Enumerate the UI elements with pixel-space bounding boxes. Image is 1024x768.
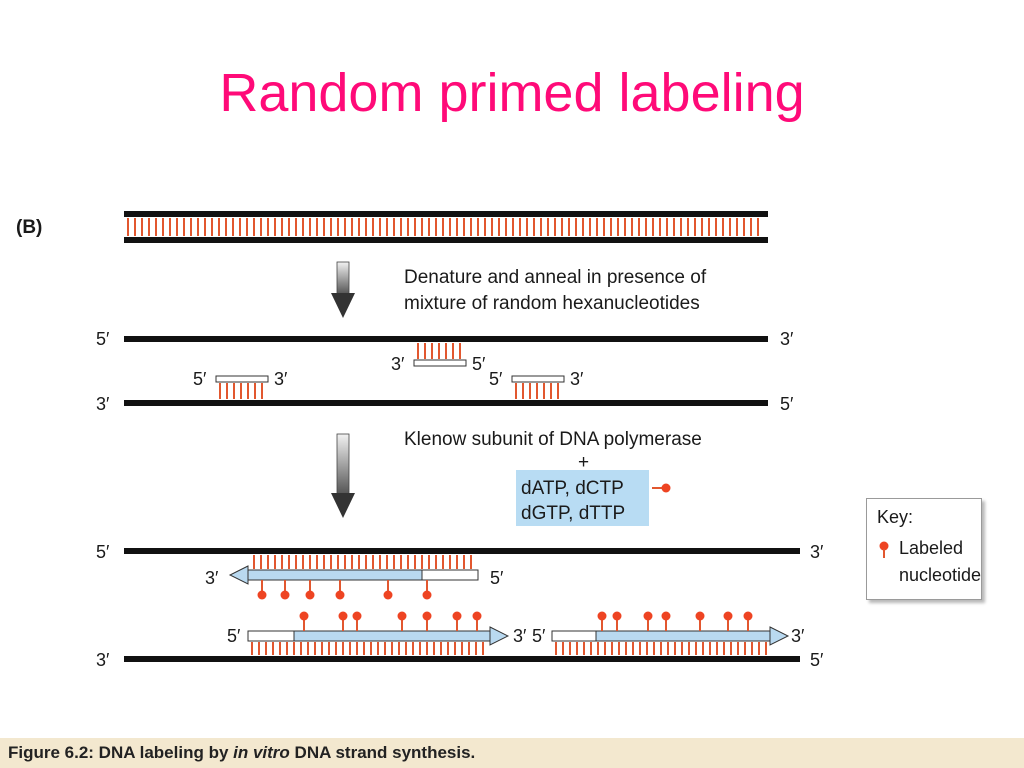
key-label-line1: Labeled <box>899 538 964 558</box>
labeled-nucleotide <box>305 590 315 600</box>
primer-on-top-strand: 3′ 5′ <box>391 343 486 374</box>
end-label-5-prime: 5′ <box>227 626 241 646</box>
end-label-3-prime: 3′ <box>391 354 405 374</box>
labeled-nucleotide <box>299 611 309 621</box>
primer-right-bottom-strand: 5′ 3′ <box>489 369 584 399</box>
nucleotides-line1: dATP, dCTP <box>521 478 624 499</box>
denatured-strand-bottom: 3′ 5′ <box>96 394 794 414</box>
key-title: Key: <box>877 507 914 527</box>
end-label-5-prime: 5′ <box>810 650 824 670</box>
nucleotide-highlight-box <box>516 470 649 526</box>
caption-suffix: DNA strand synthesis. <box>289 743 476 762</box>
page-title: Random primed labeling <box>219 63 805 123</box>
step1-text-line1: Denature and anneal in presence of <box>404 267 707 288</box>
synthesized-strand-bottom-left: 5′ 3′ <box>227 611 527 655</box>
end-label-5-prime: 5′ <box>96 542 110 562</box>
synthesized-strand-bottom-right: 5′ 3′ <box>532 611 805 655</box>
labeled-nucleotide <box>452 611 462 621</box>
key-legend: Key: Labeled nucleotide <box>866 498 982 600</box>
labeled-nucleotide <box>397 611 407 621</box>
labeled-nucleotide <box>338 611 348 621</box>
process-arrow-1 <box>331 261 355 318</box>
end-label-5-prime: 5′ <box>780 394 794 414</box>
figure-caption: Figure 6.2: DNA labeling by in vitro DNA… <box>0 738 1024 768</box>
labeled-nucleotide <box>597 611 607 621</box>
end-label-3-prime: 3′ <box>780 329 794 349</box>
labeled-nucleotide <box>472 611 482 621</box>
nucleotides-line2: dGTP, dTTP <box>521 503 625 524</box>
end-label-3-prime: 3′ <box>274 369 288 389</box>
base-pair-rungs <box>127 218 759 236</box>
template-strand-bottom: 3′ 5′ <box>96 650 824 670</box>
end-label-5-prime: 5′ <box>193 369 207 389</box>
end-label-3-prime: 3′ <box>570 369 584 389</box>
end-label-3-prime: 3′ <box>96 394 110 414</box>
end-label-5-prime: 5′ <box>472 354 486 374</box>
denatured-strand-top: 5′ 3′ <box>96 329 794 349</box>
synthesized-strand-top: 3′ 5′ <box>205 555 504 600</box>
labeled-nucleotide-icon <box>879 541 889 558</box>
key-label-line2: nucleotide <box>899 565 982 585</box>
process-arrow-2 <box>331 433 355 518</box>
labeled-nucleotide-marker <box>652 483 671 493</box>
labeled-nucleotide <box>723 611 733 621</box>
labeled-nucleotide <box>422 590 432 600</box>
primer-left-bottom-strand: 5′ 3′ <box>193 369 288 399</box>
panel-label: (B) <box>16 217 42 238</box>
end-label-3-prime: 3′ <box>791 626 805 646</box>
labeled-nucleotide <box>422 611 432 621</box>
labeled-nucleotide <box>280 590 290 600</box>
labeled-nucleotide <box>257 590 267 600</box>
end-label-3-prime: 3′ <box>96 650 110 670</box>
labeled-nucleotide <box>643 611 653 621</box>
caption-italic: in vitro <box>233 743 290 762</box>
labeled-nucleotide <box>612 611 622 621</box>
end-label-5-prime: 5′ <box>490 568 504 588</box>
end-label-5-prime: 5′ <box>532 626 546 646</box>
labeled-nucleotide <box>743 611 753 621</box>
step1-text-line2: mixture of random hexanucleotides <box>404 293 700 314</box>
end-label-3-prime: 3′ <box>205 568 219 588</box>
template-strand-top: 5′ 3′ <box>96 542 824 562</box>
end-label-3-prime: 3′ <box>810 542 824 562</box>
labeled-nucleotide <box>661 611 671 621</box>
labeled-nucleotide <box>383 590 393 600</box>
step2-plus: + <box>578 452 589 473</box>
step2-text-line1: Klenow subunit of DNA polymerase <box>404 429 702 450</box>
end-label-5-prime: 5′ <box>489 369 503 389</box>
labeled-nucleotide <box>695 611 705 621</box>
double-stranded-dna <box>124 211 768 243</box>
end-label-5-prime: 5′ <box>96 329 110 349</box>
labeled-nucleotide <box>352 611 362 621</box>
end-label-3-prime: 3′ <box>513 626 527 646</box>
caption-prefix: Figure 6.2: DNA labeling by <box>8 743 234 762</box>
labeled-nucleotide <box>335 590 345 600</box>
